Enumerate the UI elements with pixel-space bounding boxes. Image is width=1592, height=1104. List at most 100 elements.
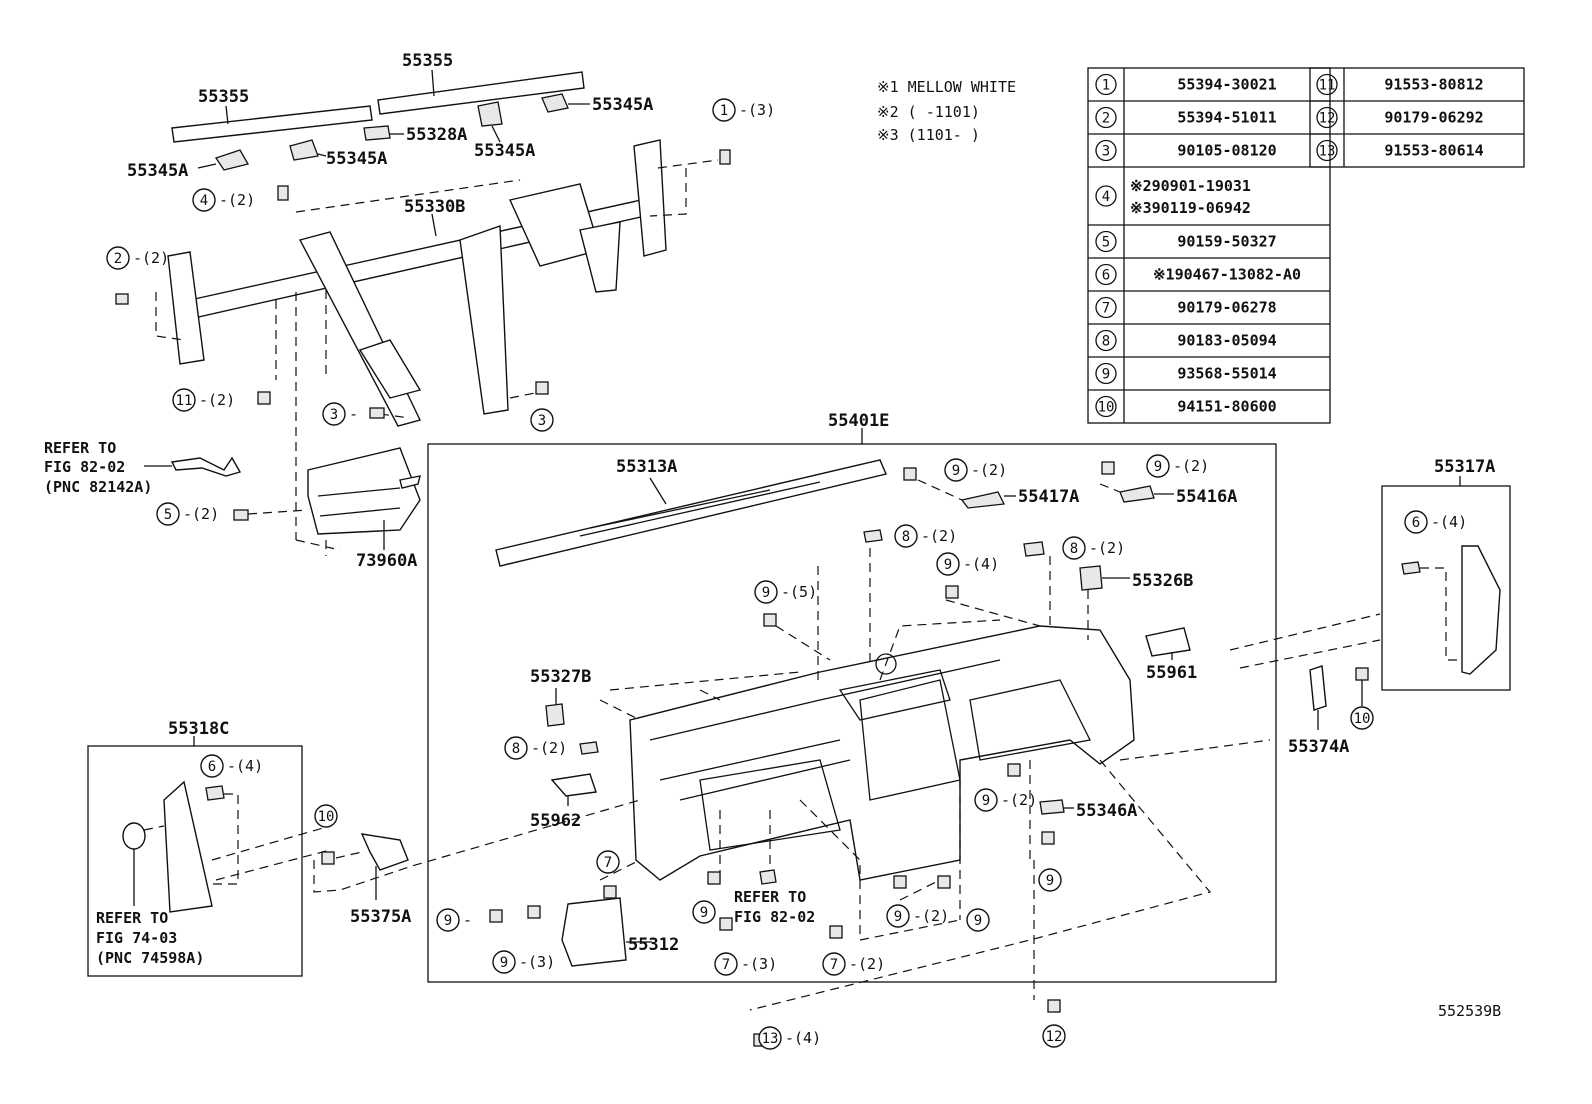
callout-number: 4 [200,193,208,209]
panel-group-frame [427,443,1277,983]
table-left-num-circle [1095,362,1117,385]
table-left-part: 94151-80600 [1177,398,1276,416]
table-left-num: 10 [1098,400,1115,416]
label-55345a-4: 55345A [592,95,653,115]
nozzle-detail [579,481,821,537]
callout-qty: -(2) [531,739,567,757]
bracket-55416a [1119,485,1155,503]
callout-number: 9 [894,909,902,925]
bolt-icon [115,293,129,305]
vent-55961 [1145,627,1191,657]
bracket-55374a [1309,665,1327,711]
clip-icon [1401,561,1421,575]
label-55346a: 55346A [1076,801,1137,821]
label-55401e: 55401E [828,411,889,431]
table-left-num: 4 [1102,189,1110,205]
callout-circle [530,408,554,432]
dashed-leader [247,509,309,515]
callout-qty: -(3) [739,101,775,119]
callout-qty: -(2) [913,907,949,925]
table-left-num-circle [1095,329,1117,352]
clip-55345a [477,101,503,127]
callout-circle [936,552,960,576]
callout-9: 9-(4) [936,552,999,576]
table-left-num-circle [1095,263,1117,286]
callout-circle [1404,510,1428,534]
callout-10: 10 [314,804,338,828]
table-right-num-circle [1316,106,1338,129]
callout-qty: -(4) [785,1029,821,1047]
pad-55355-left [171,105,373,143]
refer-to-1-line2: FIG 82-02 [44,458,125,476]
bolt-icon [257,391,271,405]
dashed-leader [917,479,1121,501]
note-3: ※3 (1101- ) [877,126,980,144]
callout-circle [944,458,968,482]
callout-circle [1042,1024,1066,1048]
callout-qty: - [463,911,472,929]
table-left-part: ※190467-13082-A0 [1153,266,1301,284]
label-73960a: 73960A [356,551,417,571]
callout-9: 9-(2) [974,788,1037,812]
clip-icon [863,529,883,543]
callout-7: 7-(3) [714,952,777,976]
callout-number: 9 [1154,459,1162,475]
table-left-part-alt: ※390119-06942 [1130,199,1251,217]
table-left-num-circle [1095,73,1117,96]
callout-number: 9 [982,793,990,809]
bolt-icon [233,509,249,521]
callout-number: 9 [944,557,952,573]
side-cover-55317a [1461,545,1501,675]
diagram-id: 552539B [1438,1002,1501,1020]
bracket-55417a [960,491,1005,509]
leader-line [649,477,667,505]
callout-circle [106,246,130,270]
callout-5: 5-(2) [156,502,219,526]
callout-number: 10 [318,809,335,825]
callout-8: 8-(2) [1062,536,1125,560]
bolt-icon [1101,461,1115,475]
label-55375a: 55375A [350,907,411,927]
callout-circle [322,402,346,426]
bolt-icon [893,875,907,889]
instrument-panel-55401e [629,625,1135,881]
dashed-leader [275,290,327,540]
callout-2: 2-(2) [106,246,169,270]
callout-circle [596,850,620,874]
callout-number: 9 [700,905,708,921]
callout-circle [1062,536,1086,560]
connector-icon [759,869,777,885]
bolt-icon [719,149,731,165]
dashed-leader [211,825,331,881]
clip-icon [603,885,617,899]
table-left-part: ※290901-19031 [1130,177,1251,195]
leader-line [317,153,327,157]
callout-12: 12 [1042,1024,1066,1048]
table-left-num: 8 [1102,334,1110,350]
callout-1: 1-(3) [712,98,775,122]
clip-55346a [1039,799,1065,815]
callout-group: 1-(3)4-(2)2-(2)11-(2)3-35-(2)9-(2)9-(2)8… [106,98,1467,1050]
refer-to-2-line1: REFER TO [734,888,806,906]
callout-circle [492,950,516,974]
side-cover-55318c [163,780,213,913]
nut-icon [1355,667,1369,681]
table-right-part: 91553-80812 [1384,76,1483,94]
reinforcement-55330b [167,139,667,427]
callout-6: 6-(4) [1404,510,1467,534]
callout-number: 2 [114,251,122,267]
note-1: ※1 MELLOW WHITE [877,78,1016,96]
callout-number: 9 [974,913,982,929]
table-right-part: 91553-80614 [1384,142,1483,160]
dashed-leader [295,179,521,213]
dashed-leader [599,548,1089,721]
table-right-num-circle [1316,139,1338,162]
refer-to-1-line1: REFER TO [44,439,116,457]
callout-9: 9- [436,908,472,932]
label-55962: 55962 [530,811,581,831]
leader-line [431,69,435,97]
label-55355-left: 55355 [198,87,249,107]
callout-number: 9 [500,955,508,971]
table-left-num-circle [1095,106,1117,129]
callout-circle [714,952,738,976]
